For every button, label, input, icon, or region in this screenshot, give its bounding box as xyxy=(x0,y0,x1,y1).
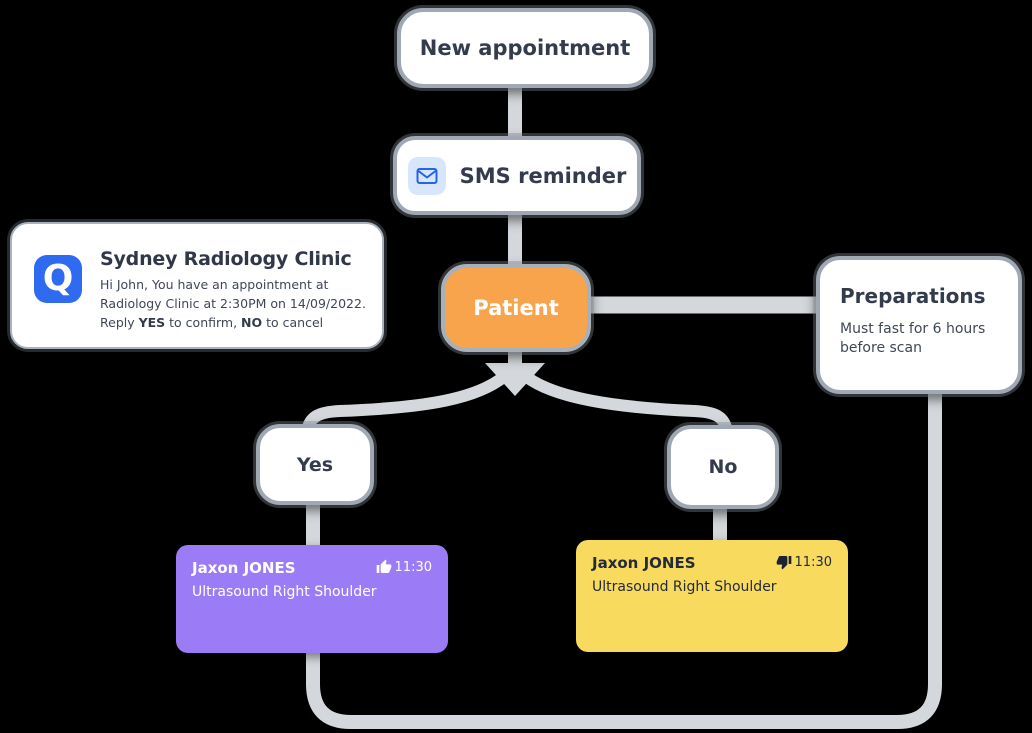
appointment-card-declined[interactable]: Jaxon JONES 11:30 Ultrasound Right Shoul… xyxy=(576,540,848,652)
appointment-time: 11:30 xyxy=(394,559,432,575)
envelope-icon xyxy=(407,156,446,195)
appointment-time: 11:30 xyxy=(794,554,832,570)
procedure-name: Ultrasound Right Shoulder xyxy=(592,579,777,595)
sms-message-text: Sydney Radiology Clinic Hi John, You hav… xyxy=(100,248,376,332)
preparations-body: Must fast for 6 hours before scan xyxy=(840,321,986,356)
sms-line-2: Radiology Clinic at 2:30PM on 14/09/2022… xyxy=(100,295,366,311)
appointment-header: Jaxon JONES 11:30 xyxy=(592,554,832,572)
appointment-card-confirmed[interactable]: Jaxon JONES 11:30 Ultrasound Right Shoul… xyxy=(176,545,448,653)
sms-message-body: Hi John, You have an appointment at Radi… xyxy=(100,276,376,332)
appointment-header: Jaxon JONES 11:30 xyxy=(192,559,432,577)
sms-yes-keyword: YES xyxy=(138,314,166,330)
wire-branch-yes xyxy=(301,365,516,434)
branch-arrowhead xyxy=(485,363,545,396)
patient-label: Patient xyxy=(473,296,559,320)
node-new-appointment[interactable]: New appointment xyxy=(397,8,653,88)
wire-branch-no xyxy=(514,365,733,434)
thumbs-down-icon xyxy=(776,556,791,570)
wire-loop-confirmed-preparations xyxy=(306,392,942,729)
node-patient[interactable]: Patient xyxy=(441,264,591,352)
preparations-title: Preparations xyxy=(840,284,986,308)
clinic-logo-letter: Q xyxy=(42,258,74,299)
sms-message-card[interactable]: Q Sydney Radiology Clinic Hi John, You h… xyxy=(10,222,384,349)
node-no[interactable]: No xyxy=(667,425,779,509)
node-yes[interactable]: Yes xyxy=(256,424,374,505)
sms-line-3: Reply YES to confirm, NO to cancel xyxy=(100,314,324,330)
clinic-logo-icon: Q xyxy=(34,255,82,303)
yes-label: Yes xyxy=(296,453,334,476)
procedure-name: Ultrasound Right Shoulder xyxy=(192,584,377,600)
sms-sender: Sydney Radiology Clinic xyxy=(100,248,352,270)
sms-line-1: Hi John, You have an appointment at xyxy=(100,277,329,292)
no-label: No xyxy=(708,456,738,478)
node-preparations[interactable]: Preparations Must fast for 6 hours befor… xyxy=(816,256,1022,394)
sms-reminder-label: SMS reminder xyxy=(459,163,627,188)
patient-name: Jaxon JONES xyxy=(192,559,296,577)
sms-no-keyword: NO xyxy=(241,314,263,330)
patient-name: Jaxon JONES xyxy=(592,554,696,572)
appointment-meta: 11:30 xyxy=(776,554,832,570)
node-sms-reminder[interactable]: SMS reminder xyxy=(393,136,641,215)
new-appointment-label: New appointment xyxy=(419,36,631,60)
thumbs-up-icon xyxy=(376,559,391,573)
appointment-meta: 11:30 xyxy=(376,559,432,575)
